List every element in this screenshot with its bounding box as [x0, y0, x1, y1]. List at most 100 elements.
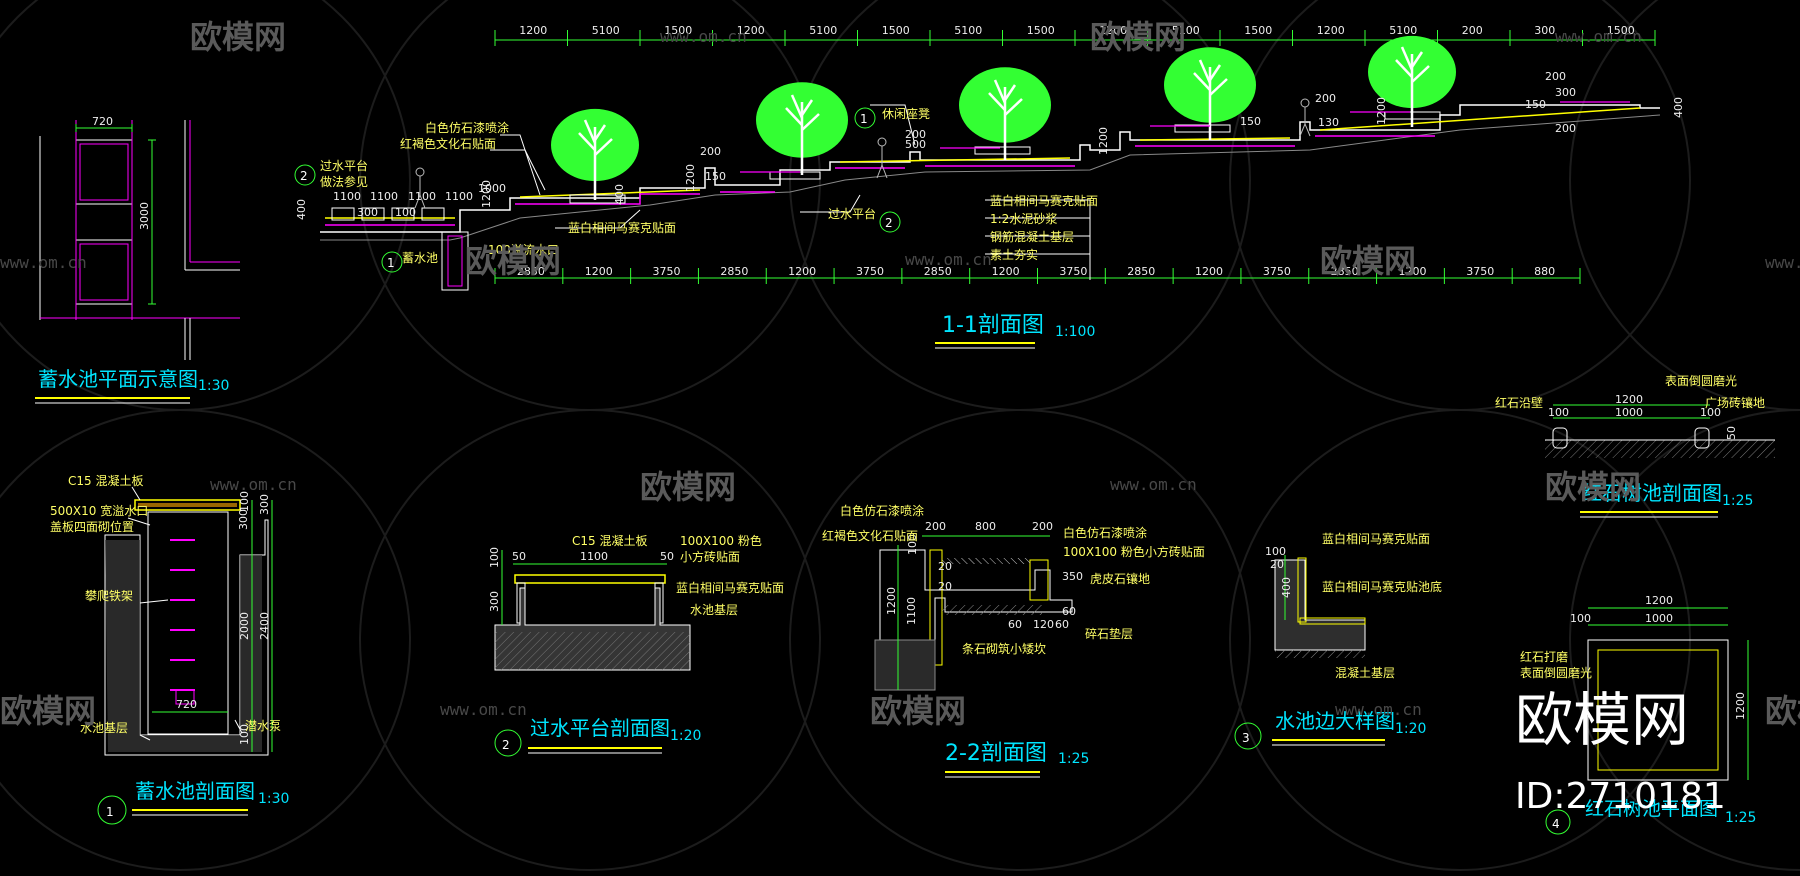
- s22-dim: 20: [938, 580, 952, 593]
- watermark-site: www.om.cn: [1110, 475, 1197, 494]
- note-s22-culture: 红褐色文化石贴面: [822, 528, 918, 543]
- s22-dim: 200: [925, 520, 946, 533]
- pit-plan-dim: 1000: [1645, 612, 1673, 625]
- level-dim: 1000: [478, 182, 506, 195]
- pit-plan-dim: 1200: [1734, 692, 1747, 720]
- pool-sec-dim: 100: [238, 724, 251, 745]
- note-plat-pink: 100X100 粉色: [680, 534, 762, 548]
- watermark-circle: [0, 0, 411, 411]
- bottom-dim-label: 3750: [1263, 265, 1291, 278]
- edge-dim: 20: [1270, 558, 1284, 571]
- pool-plan-scale: 1:30: [198, 378, 229, 394]
- s22-title: 2-2剖面图: [945, 741, 1047, 766]
- level-dim: 400: [295, 199, 308, 220]
- watermark-site: www.om.cn: [660, 27, 747, 46]
- top-dim-label: 1500: [1027, 24, 1055, 37]
- terrace-ground-line: [320, 104, 1660, 233]
- bottom-dim-label: 2850: [517, 265, 545, 278]
- s22-dim: 120: [1033, 618, 1054, 631]
- s22-dim: 100: [906, 534, 919, 555]
- pit-plan-dim: 1200: [1645, 594, 1673, 607]
- top-dim-label: 1500: [882, 24, 910, 37]
- bottom-dim-label: 880: [1534, 265, 1555, 278]
- level-dim: 300: [357, 206, 378, 219]
- top-dim-label: 1200: [737, 24, 765, 37]
- note-water-platform-2: 过水平台: [828, 206, 876, 221]
- callout-number: 2: [300, 169, 308, 183]
- tree-trunk: [988, 79, 1023, 160]
- note-culture-stone: 红褐色文化石贴面: [400, 136, 496, 151]
- edge-dim: 100: [1265, 545, 1286, 558]
- note-water-platform: 过水平台: [320, 158, 368, 173]
- note-edge-mosaic: 蓝白相间马赛克贴面: [1322, 531, 1430, 546]
- level-dim: 1200: [1375, 97, 1388, 125]
- pit-sec-dim: 1000: [1615, 406, 1643, 419]
- level-dim: 400: [1672, 97, 1685, 118]
- note-plat-base: 水池基层: [690, 603, 738, 617]
- watermark-circle: [359, 409, 821, 871]
- watermark-site: www.om.cn: [1335, 700, 1422, 719]
- note-s22-stone: 虎皮石镶地: [1090, 571, 1150, 586]
- watermark-brand: 欧模网: [870, 692, 966, 730]
- pit-sec-title: 红石树池剖面图: [1582, 481, 1722, 505]
- callout-number: 2: [885, 216, 893, 230]
- watermark-circle: [1569, 409, 1800, 871]
- top-dim-label: 5100: [592, 24, 620, 37]
- note-ladder: 攀爬铁架: [85, 589, 133, 603]
- top-dim-label: 5100: [1172, 24, 1200, 37]
- level-dim: 150: [1240, 115, 1261, 128]
- level-dim: 1100: [445, 190, 473, 203]
- level-dim: 130: [1318, 116, 1339, 129]
- bottom-dim-label: 2850: [720, 265, 748, 278]
- watermark-site: www.om.cn: [905, 250, 992, 269]
- platform-number: 2: [502, 738, 510, 752]
- s22-dim: 1100: [905, 597, 918, 625]
- note-base: 水池基层: [80, 721, 128, 735]
- pool-section: 300 2400 2000 720 100 100 300 C15 混凝土板 5…: [50, 473, 289, 825]
- pool-section-title: 蓄水池剖面图: [135, 779, 255, 803]
- pit-plan-number: 4: [1552, 817, 1560, 831]
- plan-dim-width: 720: [92, 115, 113, 128]
- pit-sec-dim: 50: [1725, 426, 1738, 440]
- level-dim: 1200: [1097, 127, 1110, 155]
- bottom-dim-label: 3750: [1059, 265, 1087, 278]
- level-dim: 1100: [408, 190, 436, 203]
- watermark-site: www.om.cn: [1555, 27, 1642, 46]
- tree-trunk: [1395, 46, 1430, 127]
- note-bench: 休闲座凳: [882, 106, 930, 121]
- watermark-brand: 欧模网: [190, 18, 286, 56]
- top-dim-label: 5100: [809, 24, 837, 37]
- level-dim: 200: [1555, 122, 1576, 135]
- tree-trunk: [785, 94, 820, 175]
- terrace-yellow-bands: [325, 107, 1641, 219]
- terrace-finish-bands: [325, 135, 1435, 226]
- tree-pit-section: 1200 100 1000 100 50 红石沿壁 表面倒圆磨光 广场砖镶地 红…: [1495, 374, 1775, 518]
- plat-dim: 1100: [580, 550, 608, 563]
- level-dim: 200: [905, 128, 926, 141]
- edge-dim: 400: [1280, 577, 1293, 598]
- watermarks: 欧模网 www.om.cn 欧模网 www.om.cn www.om.cn 欧模…: [0, 18, 1800, 817]
- pool-plan-title: 蓄水池平面示意图: [38, 367, 198, 391]
- water-tank: [441, 231, 469, 291]
- note-edge-concrete: 混凝土基层: [1335, 665, 1395, 680]
- level-dim: 300: [1555, 86, 1576, 99]
- note-overflow-slot: 500X10 宽溢水口: [50, 503, 148, 518]
- top-dim-label: 200: [1462, 24, 1483, 37]
- note-pit-wall: 红石沿壁: [1495, 395, 1543, 410]
- note-plat-c15: C15 混凝土板: [572, 533, 647, 548]
- note-c15: C15 混凝土板: [68, 473, 143, 488]
- watermark-site: www.om.cn: [210, 475, 297, 494]
- pool-plan: 720 3000 蓄水池平面示意图 1:30: [35, 115, 240, 404]
- watermark-brand: 欧模网: [1320, 242, 1416, 280]
- note-s22-gravel: 碎石垫层: [1085, 626, 1133, 641]
- bottom-dim-label: 2850: [1127, 265, 1155, 278]
- note-concrete: 钢筋混凝土基层: [990, 229, 1074, 244]
- s22-dim: 60: [1062, 605, 1076, 618]
- pit-sec-dim: 100: [1700, 406, 1721, 419]
- bottom-dim-label: 1200: [1398, 265, 1426, 278]
- plan-dim-length: 3000: [138, 202, 151, 230]
- pool-section-number: 1: [106, 805, 114, 819]
- watermark-circle: [359, 0, 821, 411]
